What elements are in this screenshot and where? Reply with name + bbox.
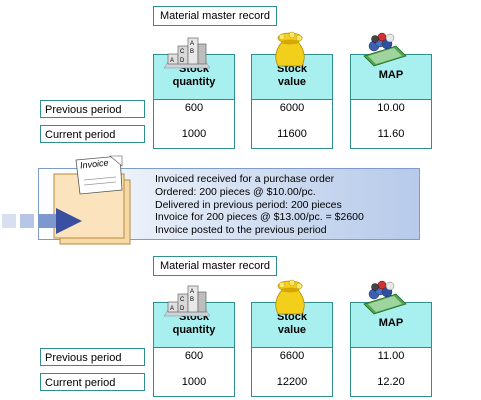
top-cells-stock-quantity: 600 1000: [153, 100, 235, 149]
svg-text:B: B: [190, 297, 194, 303]
top-stock-quantity-previous: 600: [184, 102, 204, 114]
bottom-cells-stock-quantity: 600 1000: [153, 348, 235, 397]
arrow-right-icon: [2, 208, 82, 234]
top-row-label-previous: Previous period: [40, 100, 145, 118]
bottom-map-current: 12.20: [377, 376, 405, 388]
note-line-4: Invoice for 200 pieces @ $13.00/pc. = $2…: [155, 211, 364, 223]
bottom-header-stock-quantity-line2: quantity: [172, 324, 216, 336]
svg-text:D: D: [180, 58, 185, 64]
note-line-5: Invoice posted to the previous period: [155, 224, 327, 236]
coins-and-banknotes-icon: [363, 280, 407, 315]
bottom-stock-value-current: 12200: [276, 376, 308, 388]
top-row-label-current: Current period: [40, 125, 145, 143]
bottom-stock-quantity-current: 1000: [181, 376, 207, 388]
top-stock-quantity-current: 1000: [181, 128, 207, 140]
bottom-stock-value-previous: 6600: [279, 350, 305, 362]
svg-text:D: D: [180, 306, 185, 312]
coins-and-banknotes-icon: [363, 32, 407, 67]
bottom-stock-quantity-previous: 600: [184, 350, 204, 362]
svg-text:B: B: [190, 49, 194, 55]
invoice-folder-icon: [53, 155, 131, 245]
bottom-row-label-current: Current period: [40, 373, 145, 391]
bottom-cells-stock-value: 6600 12200: [251, 348, 333, 397]
svg-text:C: C: [180, 49, 185, 55]
bottom-map-previous: 11.00: [377, 350, 405, 362]
svg-text:A: A: [170, 58, 174, 64]
top-map-current: 11.60: [377, 128, 405, 140]
bottom-header-stock-quantity: Stock quantity: [153, 302, 235, 348]
svg-text:A: A: [190, 289, 194, 295]
top-stock-value-previous: 6000: [279, 102, 305, 114]
top-title: Material master record: [153, 6, 278, 26]
top-cells-map: 10.00 11.60: [350, 100, 432, 149]
top-header-stock-quantity-line2: quantity: [172, 76, 216, 88]
money-bag-icon: [275, 279, 305, 315]
stacked-blocks-icon: A C D A B: [163, 37, 211, 69]
top-stock-value-current: 11600: [277, 128, 307, 140]
svg-text:C: C: [180, 297, 185, 303]
svg-text:A: A: [170, 306, 174, 312]
note-line-1: Invoiced received for a purchase order: [155, 173, 335, 185]
bottom-title: Material master record: [153, 256, 278, 276]
svg-text:A: A: [190, 41, 194, 47]
top-cells-stock-value: 6000 11600: [251, 100, 333, 149]
note-line-2: Ordered: 200 pieces @ $10.00/pc.: [155, 186, 316, 198]
bottom-cells-map: 11.00 12.20: [350, 348, 432, 397]
money-bag-icon: [275, 31, 305, 67]
top-header-map: MAP: [350, 54, 432, 100]
note-line-3: Delivered in previous period: 200 pieces: [155, 199, 342, 211]
top-header-stock-value-line2: value: [277, 76, 307, 88]
bottom-row-label-previous: Previous period: [40, 348, 145, 366]
top-map-previous: 10.00: [377, 102, 405, 114]
stacked-blocks-icon: A C D A B: [163, 285, 211, 317]
bottom-header-stock-value-line2: value: [277, 324, 307, 336]
